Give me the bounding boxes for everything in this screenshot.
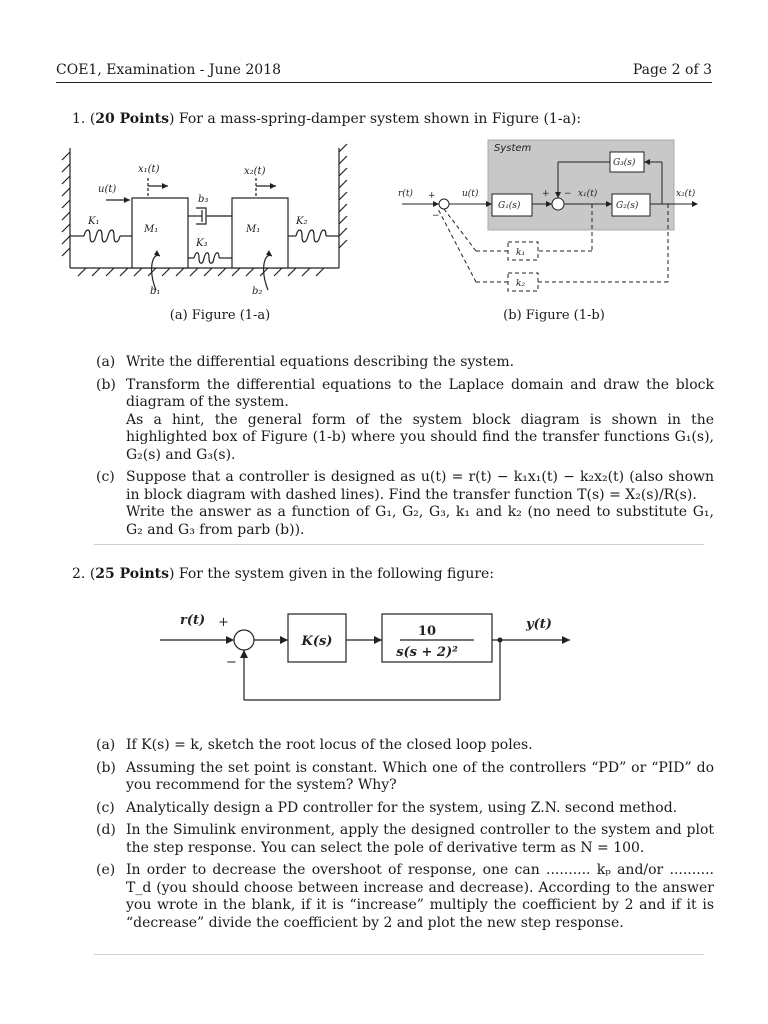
list-item: (c) Analytically design a PD controller … (96, 800, 714, 818)
block-numerator: 10 (418, 624, 436, 639)
label-k3: K₃ (195, 238, 207, 249)
block-k1: k₁ (516, 248, 525, 258)
label-plus-1: + (428, 191, 436, 201)
list-item: (b) Assuming the set point is constant. … (96, 760, 714, 795)
part-text: Analytically design a PD controller for … (126, 799, 678, 816)
question-2-title: 2. (25 Points) For the system given in t… (72, 566, 495, 582)
exam-title: COE1, Examination - June 2018 (56, 62, 281, 78)
label-plus: + (218, 615, 229, 630)
part-text: In order to decrease the overshoot of re… (126, 862, 714, 931)
figure-1a-mass-spring-damper: x₁(t) x₂(t) u(t) b₃ K₁ M₁ K₃ M₁ K₂ b₁ b₂ (61, 143, 348, 297)
question-points: 25 Points (95, 566, 169, 582)
list-item: (a) If K(s) = k, sketch the root locus o… (96, 737, 714, 755)
part-text: In the Simulink environment, apply the d… (126, 822, 714, 856)
label-x2: x₂(t) (244, 166, 266, 177)
list-item: (d) In the Simulink environment, apply t… (96, 822, 714, 857)
block-g1: G₁(s) (498, 200, 521, 211)
list-item: (e) In order to decrease the overshoot o… (96, 862, 714, 932)
part-text: If K(s) = k, sketch the root locus of th… (126, 737, 533, 753)
block-k2: k₂ (516, 279, 525, 289)
separator (94, 954, 704, 955)
label-r: r(t) (180, 613, 205, 628)
block-k: K(s) (301, 634, 333, 649)
question-1-parts: (a) Write the differential equations des… (96, 354, 714, 544)
part-label: (a) (96, 354, 116, 370)
list-item: (b) Transform the differential equations… (96, 377, 714, 465)
label-k2: K₂ (295, 216, 307, 227)
question-2-parts: (a) If K(s) = k, sketch the root locus o… (96, 737, 714, 937)
label-minus: − (226, 655, 237, 670)
figure-1b-caption: (b) Figure (1-b) (503, 308, 605, 323)
label-b3: b₃ (198, 194, 208, 205)
part-text-hint: As a hint, the general form of the syste… (126, 411, 714, 463)
part-text-note: Write the answer as a function of G₁, G₂… (126, 504, 714, 538)
block-denominator: s(s + 2)² (396, 645, 458, 660)
label-b2: b₂ (252, 286, 262, 297)
question-number: 1. (72, 111, 86, 127)
label-minus-2: − (564, 189, 572, 199)
label-minus-1: − (432, 211, 440, 221)
part-text: Write the differential equations describ… (126, 354, 515, 370)
page-header: COE1, Examination - June 2018 Page 2 of … (56, 62, 712, 83)
list-item: (a) Write the differential equations des… (96, 354, 714, 372)
label-u: u(t) (98, 184, 116, 195)
label-k1: K₁ (87, 216, 99, 227)
part-label: (b) (96, 376, 116, 393)
figure-1a-caption: (a) Figure (1-a) (169, 308, 271, 323)
label-m1-left: M₁ (143, 224, 158, 235)
question-number: 2. (72, 566, 86, 582)
list-item: (c) Suppose that a controller is designe… (96, 469, 714, 539)
part-label: (d) (96, 822, 116, 838)
part-label: (a) (96, 737, 116, 753)
label-x1: x₁(t) (138, 164, 160, 175)
part-label: (c) (96, 469, 115, 485)
label-x1: x₁(t) (578, 188, 598, 199)
label-b1: b₁ (150, 286, 160, 297)
block-g2: G₂(s) (616, 200, 639, 211)
part-label: (b) (96, 759, 116, 776)
question-1-title: 1. (20 Points) For a mass-spring-damper … (72, 111, 582, 127)
label-x2: x₂(t) (676, 188, 696, 199)
separator (94, 544, 704, 545)
figure-2-feedback-loop: r(t) + − K(s) 10 s(s + 2)² y(t) (160, 613, 570, 701)
block-g3: G₃(s) (613, 157, 636, 168)
part-text: Suppose that a controller is designed as… (126, 469, 714, 503)
part-label: (c) (96, 799, 115, 816)
system-label: System (494, 143, 532, 154)
figure-1b-block-diagram: System (398, 139, 698, 292)
part-text: Transform the differential equations to … (126, 376, 714, 411)
label-u: u(t) (462, 188, 479, 199)
label-r: r(t) (398, 188, 413, 199)
page-number: Page 2 of 3 (632, 62, 712, 78)
label-m1-right: M₁ (245, 224, 260, 235)
label-plus-2: + (542, 189, 550, 199)
part-label: (e) (96, 862, 116, 878)
label-y: y(t) (525, 617, 552, 632)
part-text: Assuming the set point is constant. Whic… (126, 759, 714, 794)
question-points: 20 Points (95, 111, 169, 127)
